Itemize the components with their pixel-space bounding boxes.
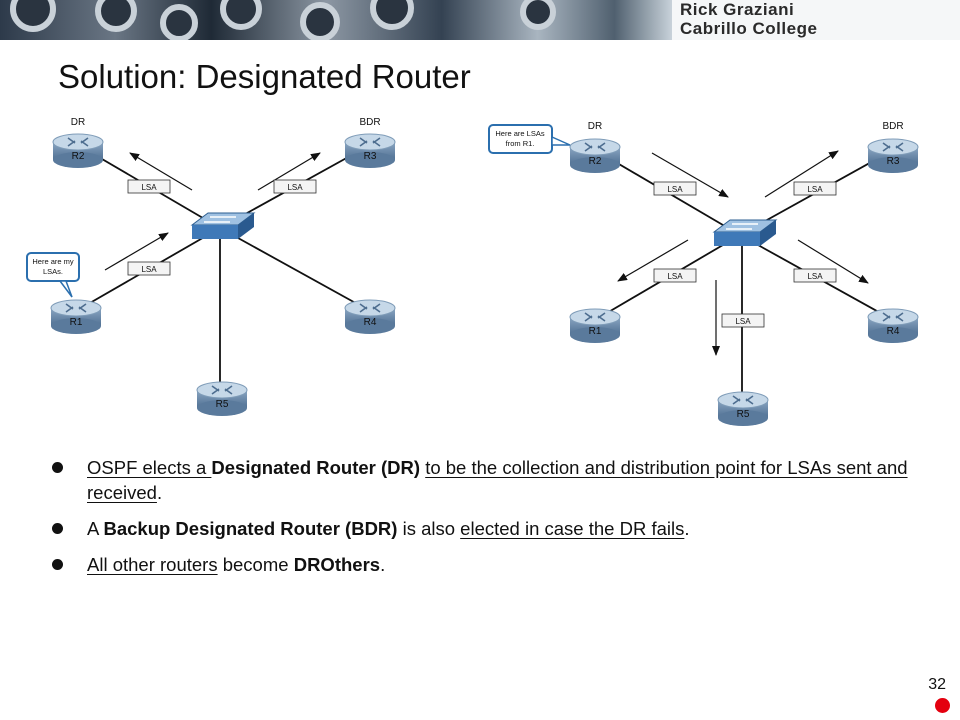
flow-arrow bbox=[129, 152, 193, 191]
bullet-text: A Backup Designated Router (BDR) is also… bbox=[87, 518, 689, 539]
bullet-fragment: elected in case the DR fails bbox=[460, 518, 685, 539]
bullet-item: OSPF elects a Designated Router (DR) to … bbox=[50, 455, 910, 505]
dr-label: DR bbox=[588, 121, 602, 132]
router-label: R1 bbox=[70, 317, 83, 328]
flow-arrow bbox=[797, 239, 869, 284]
router-label: R4 bbox=[887, 326, 900, 337]
bullet-fragment: . bbox=[684, 518, 690, 539]
flow-arrow bbox=[651, 152, 729, 198]
callout-bubble: Here are LSAs from R1. bbox=[488, 124, 571, 154]
flow-arrow bbox=[764, 150, 839, 198]
router-label: R5 bbox=[216, 399, 229, 410]
lsa-text: LSA bbox=[807, 272, 823, 281]
router-label: R1 bbox=[589, 326, 602, 337]
banner-college: Cabrillo College bbox=[680, 19, 818, 38]
ospf-diagrams: DR BDR R2 R3 R1 R4 R5 LSA LSA LSA Here a… bbox=[26, 117, 919, 427]
callout-text: LSAs. bbox=[43, 267, 63, 276]
link-line bbox=[219, 227, 371, 312]
callout-text: from R1. bbox=[506, 139, 535, 148]
bullet-fragment: . bbox=[380, 554, 386, 575]
bullet-dot bbox=[52, 559, 63, 570]
lsa-text: LSA bbox=[141, 183, 157, 192]
lsa-tag: LSA bbox=[793, 181, 837, 196]
router-label: R5 bbox=[737, 409, 750, 420]
dr-label: DR bbox=[71, 117, 85, 128]
lsa-tag: LSA bbox=[127, 179, 171, 194]
bullet-fragment: become bbox=[217, 554, 294, 575]
bullet-fragment: All other routers bbox=[87, 554, 218, 575]
switch-icon bbox=[713, 219, 777, 247]
bdr-label: BDR bbox=[882, 121, 903, 132]
bullet-fragment: OSPF elects a bbox=[87, 457, 212, 478]
flow-arrow bbox=[104, 232, 169, 271]
bullet-item: A Backup Designated Router (BDR) is also… bbox=[50, 516, 910, 541]
banner-disc bbox=[520, 0, 556, 30]
bullet-text: All other routers become DROthers. bbox=[87, 554, 385, 575]
router-label: R4 bbox=[364, 317, 377, 328]
bullet-text: OSPF elects a Designated Router (DR) to … bbox=[87, 457, 908, 503]
banner-author: Rick Graziani bbox=[680, 0, 795, 19]
header-banner: Rick Graziani Cabrillo College bbox=[0, 0, 960, 40]
router-label: R3 bbox=[887, 156, 900, 167]
bullet-fragment: A bbox=[87, 518, 104, 539]
banner-text-area: Rick Graziani Cabrillo College bbox=[672, 0, 960, 40]
lsa-text: LSA bbox=[141, 265, 157, 274]
bullet-fragment: . bbox=[156, 482, 163, 503]
red-dot-marker bbox=[935, 698, 950, 713]
callout-text: Here are LSAs bbox=[495, 129, 544, 138]
bullet-fragment: to be the collection and distribution po… bbox=[87, 457, 908, 503]
banner-disc bbox=[160, 4, 198, 40]
bullet-fragment: is also bbox=[397, 518, 461, 539]
router-label: R3 bbox=[364, 151, 377, 162]
bullet-dot bbox=[52, 523, 63, 534]
bullet-fragment: Backup Designated Router (BDR) bbox=[103, 518, 398, 539]
bdr-label: BDR bbox=[359, 117, 380, 128]
lsa-tag: LSA bbox=[127, 261, 171, 276]
lsa-text: LSA bbox=[667, 185, 683, 194]
flow-arrow bbox=[617, 239, 689, 282]
lsa-text: LSA bbox=[287, 183, 303, 192]
banner-disc bbox=[300, 2, 340, 40]
lsa-text: LSA bbox=[807, 185, 823, 194]
router-label: R2 bbox=[72, 151, 85, 162]
callout-bubble: Here are my LSAs. bbox=[26, 252, 80, 298]
bullet-dot bbox=[52, 462, 63, 473]
lsa-text: LSA bbox=[735, 317, 751, 326]
lsa-tag: LSA bbox=[721, 313, 765, 328]
flow-arrow bbox=[257, 152, 321, 191]
lsa-tag: LSA bbox=[653, 268, 697, 283]
slide-title: Solution: Designated Router bbox=[58, 58, 471, 95]
diagram-left: DR BDR R2 R3 R1 R4 R5 LSA LSA LSA Here a… bbox=[26, 117, 396, 417]
lsa-tag: LSA bbox=[273, 179, 317, 194]
lsa-tag: LSA bbox=[653, 181, 697, 196]
callout-text: Here are my bbox=[32, 257, 74, 266]
bullet-fragment: DROthers bbox=[293, 554, 381, 575]
page-number: 32 bbox=[928, 676, 946, 693]
bullet-fragment: Designated Router (DR) bbox=[211, 457, 421, 478]
router-label: R2 bbox=[589, 156, 602, 167]
bullet-item: All other routers become DROthers. bbox=[50, 552, 910, 577]
lsa-tag: LSA bbox=[793, 268, 837, 283]
bullet-list: OSPF elects a Designated Router (DR) to … bbox=[50, 455, 910, 588]
diagram-right: DR BDR R2 R3 R1 R4 R5 LSA LSA LSA LSA LS… bbox=[488, 121, 919, 427]
lsa-text: LSA bbox=[667, 272, 683, 281]
